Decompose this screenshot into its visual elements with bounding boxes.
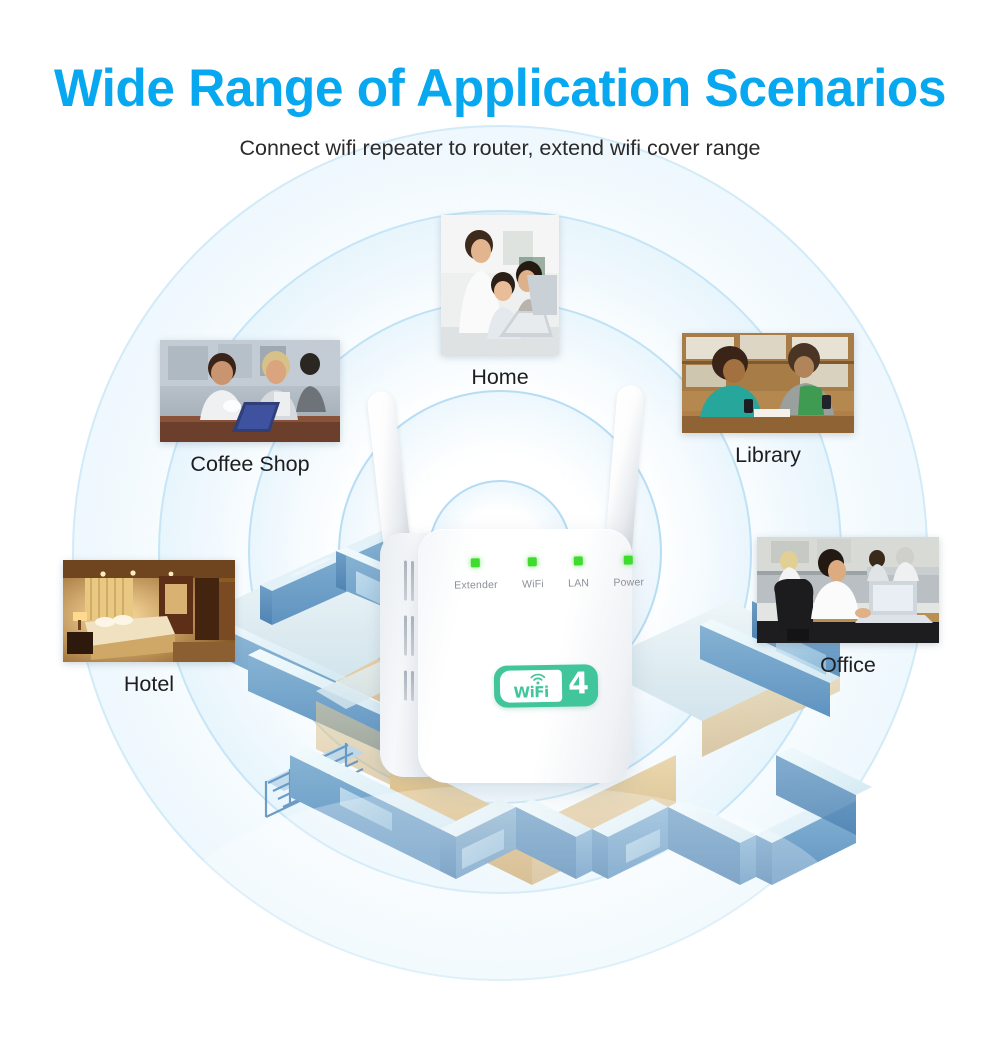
- page-title: Wide Range of Application Scenarios: [54, 59, 946, 118]
- floorplan-front-perimeter-wall: [290, 747, 856, 885]
- wifi-signal-icon: [530, 673, 546, 685]
- scenario-photo-home: [441, 215, 559, 355]
- wifi-repeater-device: Extender WiFi LAN Power WiFi: [366, 384, 656, 795]
- scene: Extender WiFi LAN Power WiFi: [0, 125, 1000, 1047]
- led-extender: Extender: [454, 558, 498, 592]
- scenario-card-office: Office: [757, 537, 939, 678]
- led-label: WiFi: [521, 578, 544, 591]
- scenario-card-hotel: Hotel: [63, 560, 235, 697]
- wifi-4-badge: WiFi 4: [493, 664, 599, 708]
- wifi-badge-word: WiFi: [513, 682, 549, 702]
- led-label: LAN: [568, 577, 590, 590]
- scenario-photo-coffee-shop: [160, 340, 340, 442]
- led-lan: LAN: [568, 556, 590, 590]
- header: Wide Range of Application Scenarios Conn…: [0, 0, 1000, 162]
- led-label: Power: [613, 576, 645, 589]
- led-indicator-icon: [471, 558, 481, 568]
- scenario-label-coffee-shop: Coffee Shop: [190, 452, 310, 476]
- page-subtitle: Connect wifi repeater to router, extend …: [239, 136, 761, 160]
- scenario-label-home: Home: [471, 365, 529, 389]
- led-indicator-icon: [623, 555, 633, 565]
- scenario-photo-office: [757, 537, 939, 643]
- scenario-label-library: Library: [735, 443, 801, 467]
- led-power: Power: [613, 555, 644, 589]
- scenario-label-hotel: Hotel: [123, 672, 175, 696]
- scenario-card-home: Home: [432, 215, 568, 390]
- scenario-card-library: Library: [682, 333, 854, 468]
- floorplan-lower-right-wall: [776, 747, 872, 835]
- device-led-row: Extender WiFi LAN Power: [454, 555, 645, 592]
- scenario-card-coffee-shop: Coffee Shop: [160, 340, 340, 477]
- led-indicator-icon: [573, 556, 583, 566]
- device-body: [418, 529, 632, 783]
- scenario-label-office: Office: [820, 653, 876, 677]
- wifi-badge-number: 4: [567, 666, 590, 702]
- led-label: Extender: [454, 578, 498, 592]
- scenario-photo-hotel: [63, 560, 235, 662]
- led-wifi: WiFi: [522, 557, 544, 590]
- wifi-badge-white-plate: WiFi: [499, 669, 563, 703]
- led-indicator-icon: [527, 557, 538, 567]
- scenario-photo-library: [682, 333, 854, 433]
